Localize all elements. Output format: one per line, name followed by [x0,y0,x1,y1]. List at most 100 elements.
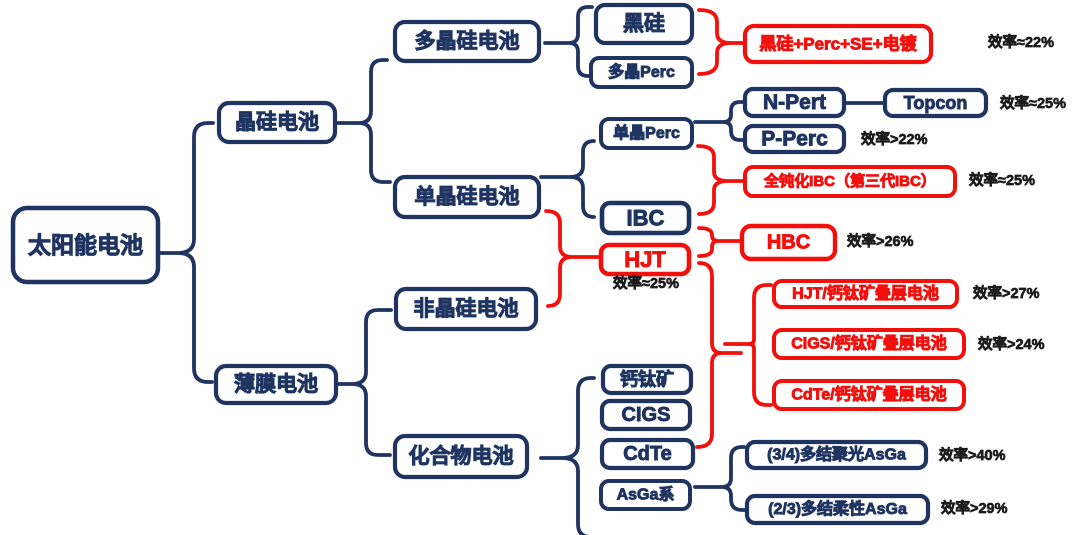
node-bomo-label: 薄膜电池 [234,372,318,396]
node-asga-23-box [744,493,931,526]
node-duojing-perc-box [589,56,694,89]
node-duojing-perc: 多晶Perc [589,56,694,89]
node-layer: 太阳能电池 晶硅电池 薄膜电池 多晶硅电池 单晶硅电池 非晶硅电池 化合物电池 … [10,2,989,526]
node-huahewu-label: 化合物电池 [409,444,514,468]
node-danjing-perc-label: 单晶Perc [613,123,680,142]
efficiency-label-layer: 效率≈22% 效率≈25% 效率>22% 效率≈25% 效率>26% 效率≈25… [613,33,1067,518]
node-quandunhua-ibc: 全钝化IBC（第三代IBC） [743,165,957,198]
node-feijinggui: 非晶硅电池 [393,286,539,332]
node-jinggui-label: 晶硅电池 [235,111,319,134]
node-heigui: 黑硅 [593,2,695,46]
node-cdte-label: CdTe [623,443,672,465]
node-heigui-perc-se-diandu: 黑硅+Perc+SE+电镀 [742,23,934,65]
node-huahewu: 化合物电池 [392,433,530,480]
eff-quandunhua-label: 效率≈25% [969,171,1035,189]
node-asga-34-box [744,439,929,471]
node-gaitaikuang: 钙钛矿 [600,363,694,396]
brace-quandunhua-merge [696,144,747,216]
node-asga-box [599,479,692,511]
node-pperc-box [742,123,847,155]
eff-pperc-label: 效率>22% [861,130,928,148]
node-feijinggui-label: 非晶硅电池 [414,298,519,321]
node-cigs-tandem: CIGS/钙钛矿叠层电池 [772,328,966,360]
node-npert-label: N-Pert [763,91,826,114]
node-pperc-label: P-Perc [761,128,828,151]
node-jinggui-box [216,100,338,145]
node-heigui-perc-se-diandu-box [742,23,934,65]
node-ibc: IBC [599,200,692,236]
node-cdte-tandem: CdTe/钙钛矿叠层电池 [772,379,966,411]
node-danjing-perc: 单晶Perc [599,117,694,150]
node-npert-box [742,86,847,119]
brace-root [158,121,215,384]
eff-cigs-tandem-label: 效率>24% [978,335,1045,353]
connector-layer [158,5,885,535]
node-gaitaikuang-label: 钙钛矿 [620,369,674,390]
brace-bomo [336,308,393,457]
node-cigs-tandem-label: CIGS/钙钛矿叠层电池 [791,334,947,353]
node-asga-23: (2/3)多结柔性AsGa [744,493,931,526]
node-danjing-perc-box [599,117,694,150]
eff-hjt-label: 效率≈25% [613,274,679,292]
node-root-box [10,205,161,285]
eff-topcon-label: 效率≈25% [1000,94,1066,112]
node-cdte-tandem-label: CdTe/钙钛矿叠层电池 [791,385,946,404]
node-bomo: 薄膜电池 [213,363,339,406]
node-duojinggui-box [392,19,542,64]
node-heigui-box [593,2,695,46]
node-hjt-box [598,242,692,277]
node-asga-23-label: (2/3)多结柔性AsGa [768,499,907,518]
brace-huahewu [539,376,596,535]
node-huahewu-box [392,433,530,480]
node-hjt-tandem-label: HJT/钙钛矿叠层电池 [792,284,939,303]
node-duojinggui-label: 多晶硅电池 [415,29,520,53]
brace-danjing-perc [693,100,745,142]
node-danjinggui: 单晶硅电池 [392,174,542,220]
node-feijinggui-box [393,286,539,332]
node-duojing-perc-label: 多晶Perc [608,62,675,81]
brace-tandem-fan [723,283,773,407]
node-danjinggui-box [392,174,542,220]
node-hjt: HJT [598,242,692,277]
node-asga-34-label: (3/4)多结聚光AsGa [767,445,906,464]
node-asga: AsGa系 [599,479,692,511]
node-bomo-box [213,363,339,406]
eff-hbc-label: 效率>26% [847,232,914,250]
eff-heigui-perc-label: 效率≈22% [988,33,1054,51]
node-cdte: CdTe [599,437,696,471]
node-cdte-box [599,437,696,471]
brace-danjinggui [539,139,596,219]
brace-asga [693,445,747,512]
brace-duojinggui [543,5,594,78]
brace-heigui-merge [697,8,747,76]
node-asga-34: (3/4)多结聚光AsGa [744,439,929,471]
eff-hjt-tandem-label: 效率>27% [973,284,1040,302]
node-heigui-label: 黑硅 [623,13,665,36]
node-topcon: Topcon [882,87,989,119]
node-topcon-label: Topcon [904,93,968,113]
brace-tandem-merge [695,261,743,449]
node-duojinggui: 多晶硅电池 [392,19,542,64]
eff-asga-34-label: 效率>40% [939,446,1006,464]
brace-jinggui [335,58,392,184]
node-ibc-label: IBC [627,206,665,231]
brace-hjt-merge [544,209,603,308]
node-hbc: HBC [739,223,838,262]
node-hbc-box [739,223,838,262]
node-cigs: CIGS [599,398,693,432]
node-gaitaikuang-box [600,363,694,396]
node-pperc: P-Perc [742,123,847,155]
node-quandunhua-ibc-box [743,165,957,198]
node-cdte-tandem-box [772,379,966,411]
node-topcon-box [882,87,989,119]
node-asga-label: AsGa系 [617,486,675,504]
node-danjinggui-label: 单晶硅电池 [415,185,520,209]
node-cigs-label: CIGS [622,404,671,426]
node-hjt-label: HJT [624,247,666,272]
node-cigs-tandem-box [772,328,966,360]
node-jinggui: 晶硅电池 [216,100,338,145]
node-cigs-box [599,398,693,432]
node-hjt-tandem-box [772,279,959,309]
node-root: 太阳能电池 [10,205,161,285]
